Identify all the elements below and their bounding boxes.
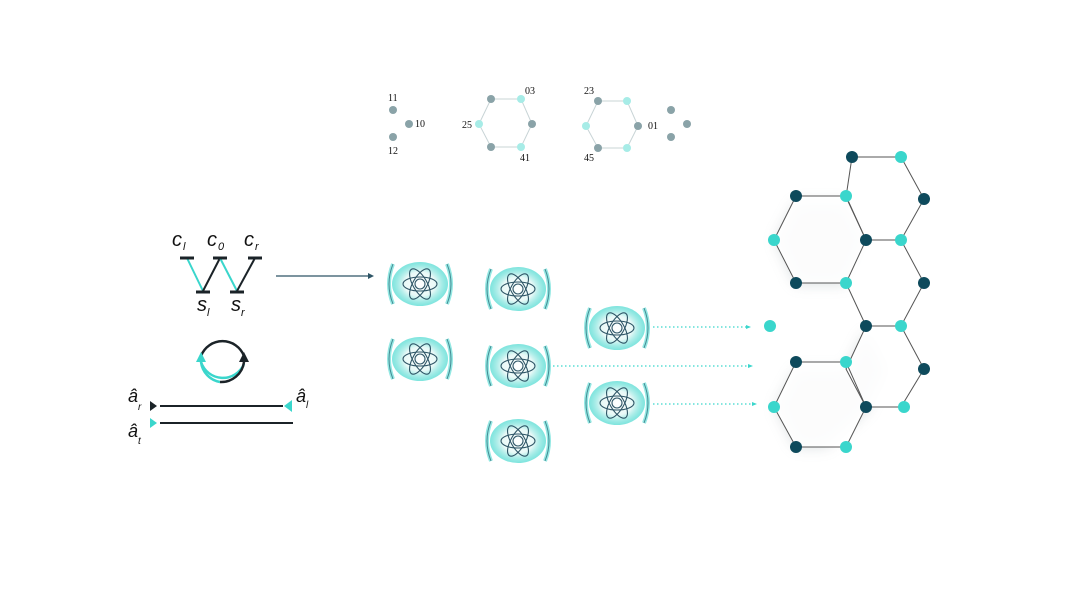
label-al: â bbox=[296, 386, 306, 406]
node bbox=[846, 151, 858, 163]
node bbox=[623, 144, 631, 152]
node bbox=[860, 401, 872, 413]
label-45: 45 bbox=[584, 153, 594, 164]
arrow bbox=[276, 273, 374, 279]
node bbox=[517, 143, 525, 151]
node-10 bbox=[405, 120, 413, 128]
atom-icon bbox=[387, 260, 453, 308]
node bbox=[790, 277, 802, 289]
top-graph-3: 23 01 45 bbox=[582, 86, 658, 164]
node bbox=[683, 120, 691, 128]
top-graph-4 bbox=[667, 106, 691, 141]
node bbox=[895, 151, 907, 163]
port-marker bbox=[284, 400, 292, 412]
node bbox=[594, 144, 602, 152]
junction-diagram: c l c 0 c r s l s r bbox=[172, 229, 262, 319]
label-cl-sub: l bbox=[183, 241, 186, 253]
node bbox=[634, 122, 642, 130]
node bbox=[764, 320, 776, 332]
node bbox=[667, 133, 675, 141]
label-03: 03 bbox=[525, 86, 535, 97]
label-c0: c bbox=[207, 229, 217, 251]
label-12: 12 bbox=[388, 146, 398, 157]
node bbox=[918, 193, 930, 205]
node bbox=[582, 122, 590, 130]
node bbox=[487, 143, 495, 151]
atom-icon bbox=[485, 342, 551, 390]
node bbox=[790, 190, 802, 202]
node bbox=[487, 95, 495, 103]
node bbox=[895, 234, 907, 246]
node-12 bbox=[389, 133, 397, 141]
label-10: 10 bbox=[415, 119, 425, 130]
arrowheads bbox=[746, 325, 757, 406]
label-sr: s bbox=[231, 294, 241, 316]
node bbox=[898, 401, 910, 413]
top-graph-2: 03 25 41 bbox=[462, 86, 536, 164]
label-sl: s bbox=[197, 294, 207, 316]
label-c0-sub: 0 bbox=[218, 241, 225, 253]
node bbox=[895, 320, 907, 332]
node-11 bbox=[389, 106, 397, 114]
port-marker bbox=[150, 401, 157, 411]
atom-icon bbox=[485, 265, 551, 313]
label-sr-sub: r bbox=[241, 307, 246, 319]
node bbox=[594, 97, 602, 105]
node bbox=[667, 106, 675, 114]
label-at-sub: t bbox=[138, 436, 142, 447]
node bbox=[528, 120, 536, 128]
label-ar-sub: r bbox=[138, 402, 142, 413]
label-23: 23 bbox=[584, 86, 594, 97]
label-sl-sub: l bbox=[207, 307, 210, 319]
atom-icon bbox=[584, 304, 650, 352]
circular-arrow-icon bbox=[196, 339, 249, 384]
node bbox=[840, 441, 852, 453]
node bbox=[768, 234, 780, 246]
dotted-arrows bbox=[553, 326, 752, 405]
atom-icon bbox=[387, 335, 453, 383]
port-marker bbox=[150, 418, 157, 428]
label-ar: â bbox=[128, 386, 138, 406]
atom-grid bbox=[387, 260, 650, 465]
lattice bbox=[764, 151, 930, 453]
node bbox=[790, 356, 802, 368]
label-01: 01 bbox=[648, 121, 658, 132]
node bbox=[768, 401, 780, 413]
label-cr-sub: r bbox=[255, 241, 260, 253]
top-graph-1: 11 10 12 bbox=[388, 93, 425, 157]
atom-icon bbox=[584, 379, 650, 427]
node bbox=[475, 120, 483, 128]
label-25: 25 bbox=[462, 120, 472, 131]
label-cr: c bbox=[244, 229, 254, 251]
atom-icon bbox=[485, 417, 551, 465]
node bbox=[918, 277, 930, 289]
label-41: 41 bbox=[520, 153, 530, 164]
node bbox=[840, 356, 852, 368]
label-at: â bbox=[128, 421, 138, 441]
label-cl: c bbox=[172, 229, 182, 251]
node bbox=[918, 363, 930, 375]
label-al-sub: l bbox=[306, 400, 309, 411]
waveguide: â r â l â t bbox=[128, 386, 309, 447]
node bbox=[860, 234, 872, 246]
node bbox=[860, 320, 872, 332]
node bbox=[840, 277, 852, 289]
node bbox=[790, 441, 802, 453]
node bbox=[517, 95, 525, 103]
node bbox=[840, 190, 852, 202]
node bbox=[623, 97, 631, 105]
label-11: 11 bbox=[388, 93, 398, 104]
